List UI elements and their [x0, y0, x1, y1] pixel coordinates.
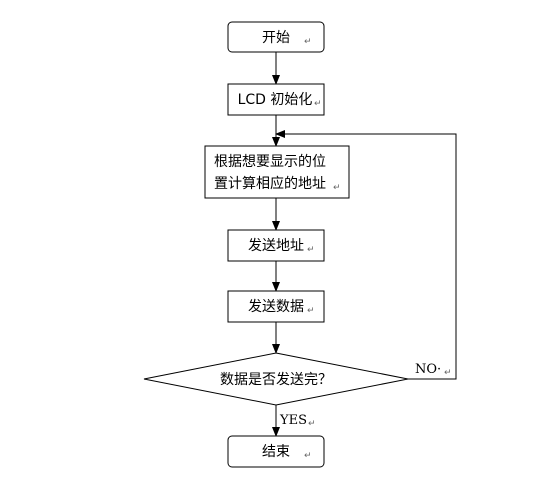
yes-label: YES — [279, 413, 307, 428]
send-address-node: 发送地址 ↵ — [227, 229, 325, 262]
start-node-label: 开始 — [262, 30, 290, 46]
end-node: 结束 ↵ — [227, 435, 325, 468]
lcd-init-node-label: LCD 初始化 — [238, 91, 313, 108]
lcd-init-node-mark: ↵ — [314, 99, 322, 109]
compute-address-node-mark: ↵ — [333, 183, 341, 193]
send-address-node-shape — [227, 229, 325, 262]
decision-node: 数据是否发送完？ — [143, 352, 409, 406]
compute-address-line2: 置计算相应的地址 — [214, 175, 326, 192]
end-node-label: 结束 — [262, 444, 290, 460]
no-label-mark: ↵ — [444, 368, 452, 378]
send-data-node: 发送数据 ↵ — [227, 290, 325, 323]
no-branch-line — [275, 130, 457, 380]
send-address-node-label: 发送地址 — [248, 238, 304, 254]
send-data-node-mark: ↵ — [307, 306, 315, 316]
send-data-node-label: 发送数据 — [248, 299, 304, 315]
end-node-mark: ↵ — [304, 451, 312, 461]
yes-label-mark: ↵ — [308, 419, 316, 429]
start-node-mark: ↵ — [304, 37, 312, 47]
lcd-init-node-shape — [227, 83, 325, 116]
send-address-node-mark: ↵ — [307, 245, 315, 255]
no-label: NO· — [415, 362, 441, 377]
start-node: 开始 ↵ — [227, 21, 325, 53]
compute-address-line1: 根据想要显示的位 — [214, 154, 326, 170]
send-data-node-shape — [227, 290, 325, 323]
compute-address-node: 根据想要显示的位 置计算相应的地址 ↵ — [204, 145, 350, 199]
lcd-init-node: LCD 初始化 ↵ — [227, 83, 325, 116]
compute-address-node-shape — [204, 145, 350, 199]
end-node-shape — [227, 435, 325, 468]
decision-node-label: 数据是否发送完？ — [220, 372, 332, 388]
